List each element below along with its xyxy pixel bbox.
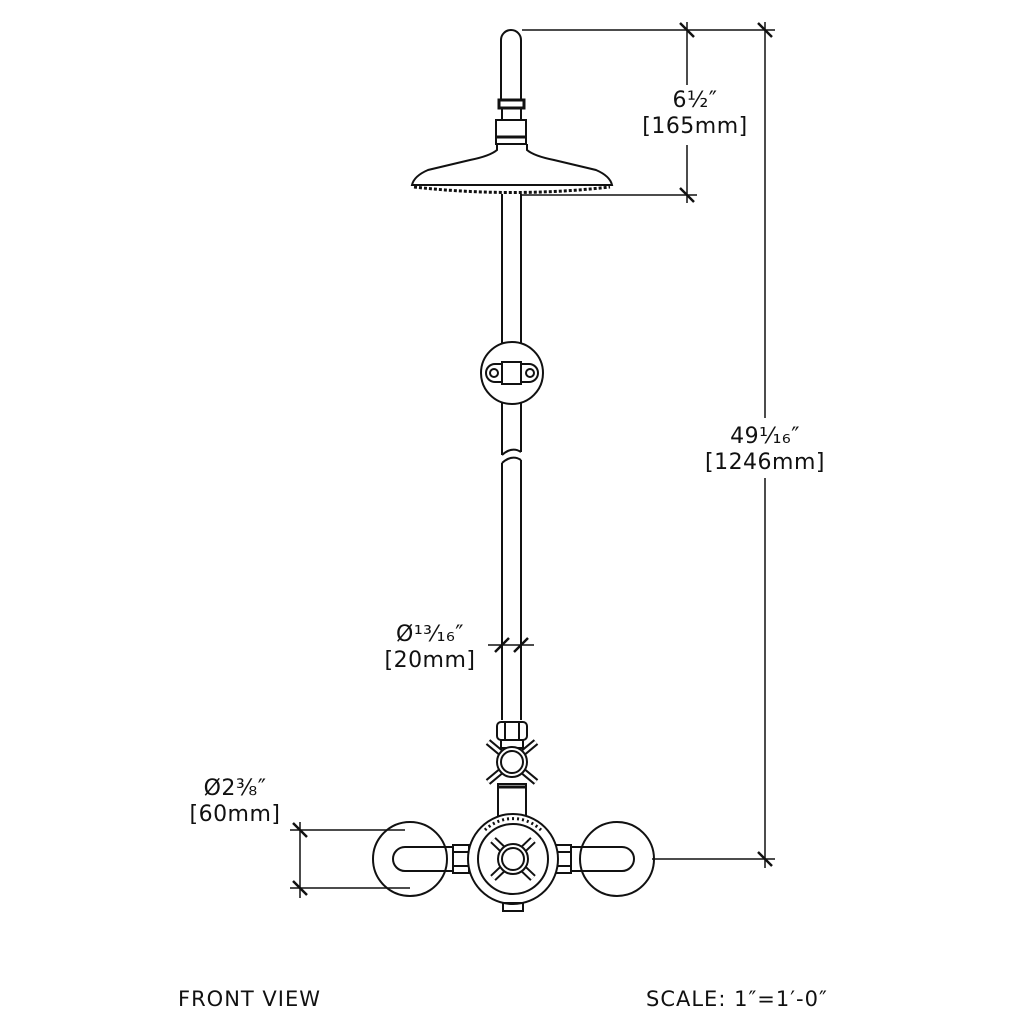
overall-height-metric: [1246mm] — [704, 450, 825, 475]
pipe-diameter-metric: [20mm] — [384, 648, 476, 673]
shower-arm — [495, 29, 527, 145]
right-inlet — [554, 821, 655, 897]
riser-pipe — [501, 194, 522, 720]
overall-height-dimension: 49¹⁄₁₆″ [1246mm] — [690, 424, 840, 476]
flange-diameter-metric: [60mm] — [189, 802, 281, 827]
pipe-diameter-dimension: Ø¹³⁄₁₆″ [20mm] — [365, 622, 495, 674]
thermostatic-valve — [467, 813, 559, 912]
scale-label: SCALE: 1″=1′-0″ — [646, 987, 828, 1011]
diverter-valve — [485, 721, 539, 821]
flange-diameter-imperial: Ø2⅜″ — [203, 776, 267, 801]
view-label: FRONT VIEW — [178, 987, 322, 1011]
rain-shower-head — [410, 144, 614, 194]
head-drop-imperial: 6½″ — [672, 88, 718, 113]
flange-diameter-dimension: Ø2⅜″ [60mm] — [170, 776, 300, 828]
wall-bracket — [480, 341, 544, 405]
left-inlet — [372, 821, 470, 897]
pipe-diameter-imperial: Ø¹³⁄₁₆″ — [396, 622, 464, 647]
head-drop-dimension: 6½″ [165mm] — [620, 88, 770, 140]
head-drop-metric: [165mm] — [642, 114, 748, 139]
overall-height-imperial: 49¹⁄₁₆″ — [730, 424, 800, 449]
